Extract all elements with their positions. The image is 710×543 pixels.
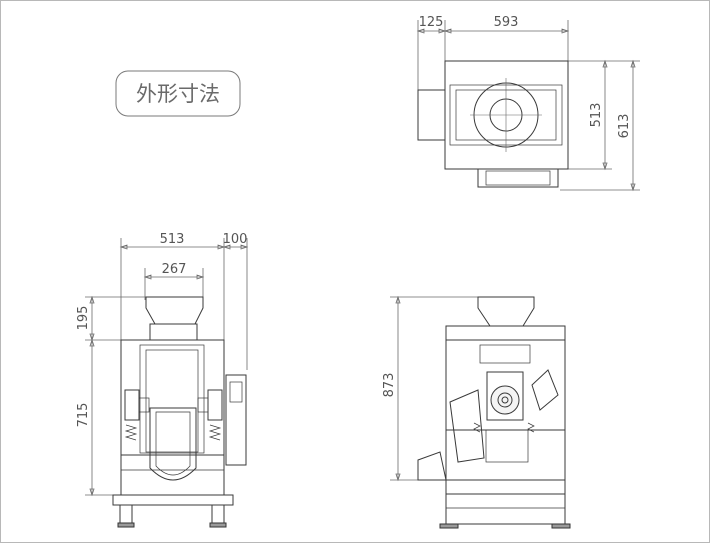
right-spring: [208, 424, 222, 441]
side-gear: [490, 385, 520, 415]
dim-613-label: 613: [617, 114, 632, 139]
title-label: 外形寸法: [115, 70, 241, 117]
side-lower-body: [445, 429, 566, 481]
right-motor: [207, 389, 223, 421]
side-housing: [445, 339, 566, 431]
dim-100-label: 100: [223, 232, 248, 247]
side-motor: [486, 371, 524, 421]
dim-top-width: 125 593: [416, 15, 570, 100]
front-hopper: [145, 296, 204, 325]
left-foot: [119, 504, 133, 524]
dim-267-label: 267: [162, 262, 187, 277]
left-screen: [449, 389, 485, 463]
side-outlet: [417, 451, 447, 481]
top-motor: [417, 89, 446, 141]
side-hopper: [477, 296, 535, 327]
dim-front-513-label: 513: [160, 232, 185, 247]
front-chute: [149, 407, 197, 481]
title-box: [115, 70, 241, 117]
dim-873-label: 873: [382, 373, 397, 398]
front-view: 513 100 267 195 715: [76, 232, 249, 528]
dim-top-height: 513 613: [560, 59, 640, 192]
left-motor: [124, 389, 140, 421]
control-box: [225, 374, 247, 466]
right-foot: [211, 504, 225, 524]
dim-hopper-width: 267: [143, 262, 205, 300]
dim-side-height: 873: [382, 295, 480, 482]
front-body: [120, 339, 225, 456]
title-text: 外形寸法: [136, 82, 220, 106]
dim-front-height: 195 715: [76, 295, 148, 497]
top-view: 125 593 513 613: [416, 15, 640, 192]
dim-front-width: 513 100: [119, 232, 249, 370]
dim-593-label: 593: [494, 15, 519, 30]
top-base: [477, 168, 559, 188]
dim-513-label: 513: [589, 103, 604, 128]
dim-195-label: 195: [76, 306, 91, 331]
side-top-cover: [445, 325, 566, 341]
dim-125-label: 125: [419, 15, 444, 30]
left-spring: [124, 424, 138, 441]
right-screen: [531, 369, 559, 411]
dim-715-label: 715: [76, 403, 91, 428]
side-base: [445, 479, 566, 495]
side-view: 873: [382, 295, 571, 529]
